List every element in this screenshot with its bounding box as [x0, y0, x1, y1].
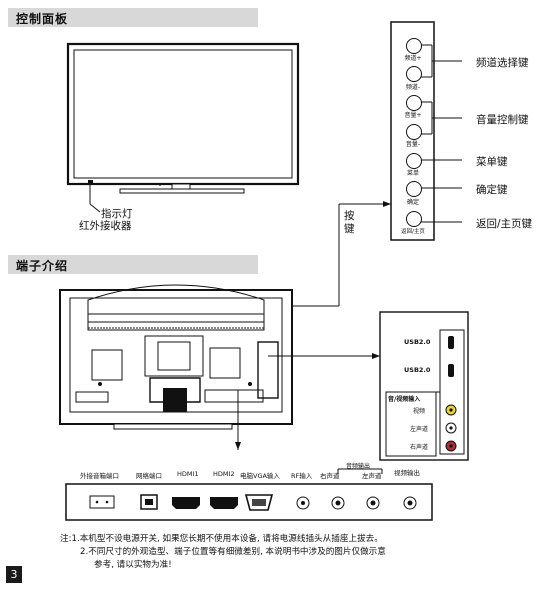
menu-key-callout: 菜单键: [476, 156, 508, 168]
ports-header: 端子介绍: [8, 255, 258, 274]
usb-port-2-label: USB2.0: [404, 366, 431, 374]
ok-button: [406, 181, 422, 197]
tv-back-drawing: [59, 284, 380, 450]
audio-out-group-label: 音频输出: [346, 463, 371, 470]
back-home-button: [406, 211, 422, 227]
right-channel-out-label: 右声道: [320, 472, 340, 480]
control-panel-header: 控制面板: [8, 8, 258, 27]
note-line-2: 2.不同尺寸的外观造型、端子位置等有细微差别, 本说明书中涉及的图片仅做示意: [80, 547, 386, 557]
right-channel-in-label: 右声道: [410, 444, 429, 451]
ok-label: 确定: [406, 199, 419, 206]
channel-select-callout: 频道选择键: [476, 57, 529, 69]
video-in-label: 视频: [413, 408, 426, 415]
menu-label: 菜单: [406, 170, 419, 177]
page-number: 3: [6, 566, 22, 583]
speaker-port-label: 外接音箱端口: [80, 472, 119, 480]
volume-up-label: 音量+: [404, 112, 422, 119]
indicator-label: 指示灯: [101, 208, 133, 220]
bottom-port-strip-drawing: [65, 468, 433, 521]
network-port-label: 网络端口: [136, 472, 162, 480]
vga-input-label: 电脑VGA输入: [240, 472, 280, 480]
note-line-1: 注:1.本机型不设电源开关, 如果您长期不使用本设备, 请将电源线插头从插座上拔…: [60, 534, 383, 544]
usb-port-1-label: USB2.0: [404, 338, 431, 346]
channel-up-label: 频道+: [404, 55, 422, 62]
left-channel-out-label: 左声道: [362, 472, 382, 480]
left-channel-in-label: 左声道: [410, 426, 429, 433]
key-label-1: 按: [344, 210, 355, 222]
rf-input-label: RF输入: [291, 472, 313, 480]
video-out-label: 视频输出: [394, 469, 420, 477]
side-port-panel-drawing: [379, 311, 469, 461]
ok-key-callout: 确定键: [476, 184, 508, 196]
control-panel-title: 控制面板: [16, 12, 69, 26]
back-home-callout: 返回/主页键: [476, 218, 533, 230]
tv-front-drawing: [66, 42, 300, 213]
volume-control-callout: 音量控制键: [476, 114, 529, 126]
volume-down-button: [406, 124, 422, 140]
ir-receiver-label: 红外接收器: [79, 220, 132, 232]
av-input-header: 音/视频输入: [388, 396, 421, 403]
menu-button: [406, 153, 422, 169]
channel-down-button: [406, 66, 422, 82]
channel-down-label: 频道-: [405, 84, 421, 91]
channel-up-button: [406, 38, 422, 54]
note-line-3: 参考, 请以实物为准!: [94, 560, 172, 570]
ports-title: 端子介绍: [16, 259, 69, 273]
back-home-label: 返回/主页: [401, 229, 425, 235]
hdmi2-label: HDMI2: [213, 470, 235, 478]
volume-up-button: [406, 95, 422, 111]
key-label-2: 键: [344, 223, 355, 235]
volume-down-label: 音量-: [405, 141, 421, 148]
hdmi1-label: HDMI1: [177, 470, 199, 478]
